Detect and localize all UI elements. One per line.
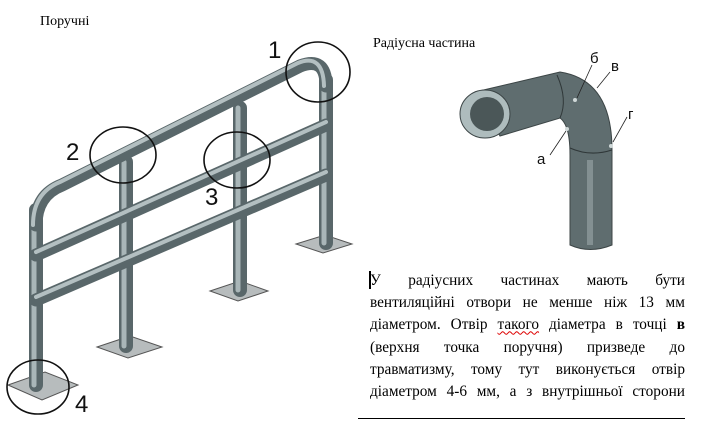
railings-title: Поручні [40,14,90,29]
word: до [669,338,685,356]
word: поручня) [503,338,563,356]
word: травматизму, [370,360,455,378]
word: точка [443,338,480,356]
paragraph-line: (верхня точка поручня) призведе до [370,337,685,359]
word: радіусних [408,272,474,289]
word: діаметра [549,316,606,334]
word: з [526,383,533,401]
railing-label-2: 2 [66,139,79,166]
railing-label-3: 3 [205,184,218,211]
word: мм, [476,383,500,401]
word: У [370,272,381,289]
word: тут [518,360,540,378]
pipe-label-v: в [611,58,619,75]
word: точці [632,316,667,334]
word: а [509,383,517,401]
word: призведе [586,338,646,356]
word: ніж [604,294,628,312]
word: отвір [651,360,685,378]
word: внутрішньої [541,383,623,401]
word: не [522,294,538,312]
word: такого [497,316,540,334]
word: отвори [466,294,512,312]
word: тому [470,360,503,378]
word: в [676,316,685,334]
pipe-label-b: б [590,50,599,67]
word: 4-6 [446,383,467,401]
word: діаметром. [370,316,441,334]
word: 13 [638,294,654,312]
footnote-rule [358,418,685,419]
word: частинах [500,272,560,289]
radius-part-title: Радіусна частина [373,36,476,51]
text-cursor [369,271,371,289]
marker-circle-1 [285,41,351,103]
railing-label-4: 4 [75,391,88,418]
marker-circle-2 [89,126,157,184]
word: вентиляційні [370,294,455,312]
word: діаметром [370,383,437,401]
word: Отвір [450,316,488,334]
word: мають [586,272,628,289]
pipe-label-a: а [537,151,546,168]
word: сторони [632,383,685,401]
marker-circle-3 [203,131,271,189]
railing-label-1: 1 [268,37,281,64]
word: бути [655,272,685,289]
word: (верхня [370,338,420,356]
word: виконується [555,360,636,378]
word: мм [665,294,685,312]
radius-pipe-illustration: б в г а [459,50,634,250]
word: в [615,316,623,334]
pipe-label-g: г [628,106,634,123]
word: менше [549,294,593,312]
base-plates [6,234,354,401]
marker-circle-4 [6,359,70,415]
